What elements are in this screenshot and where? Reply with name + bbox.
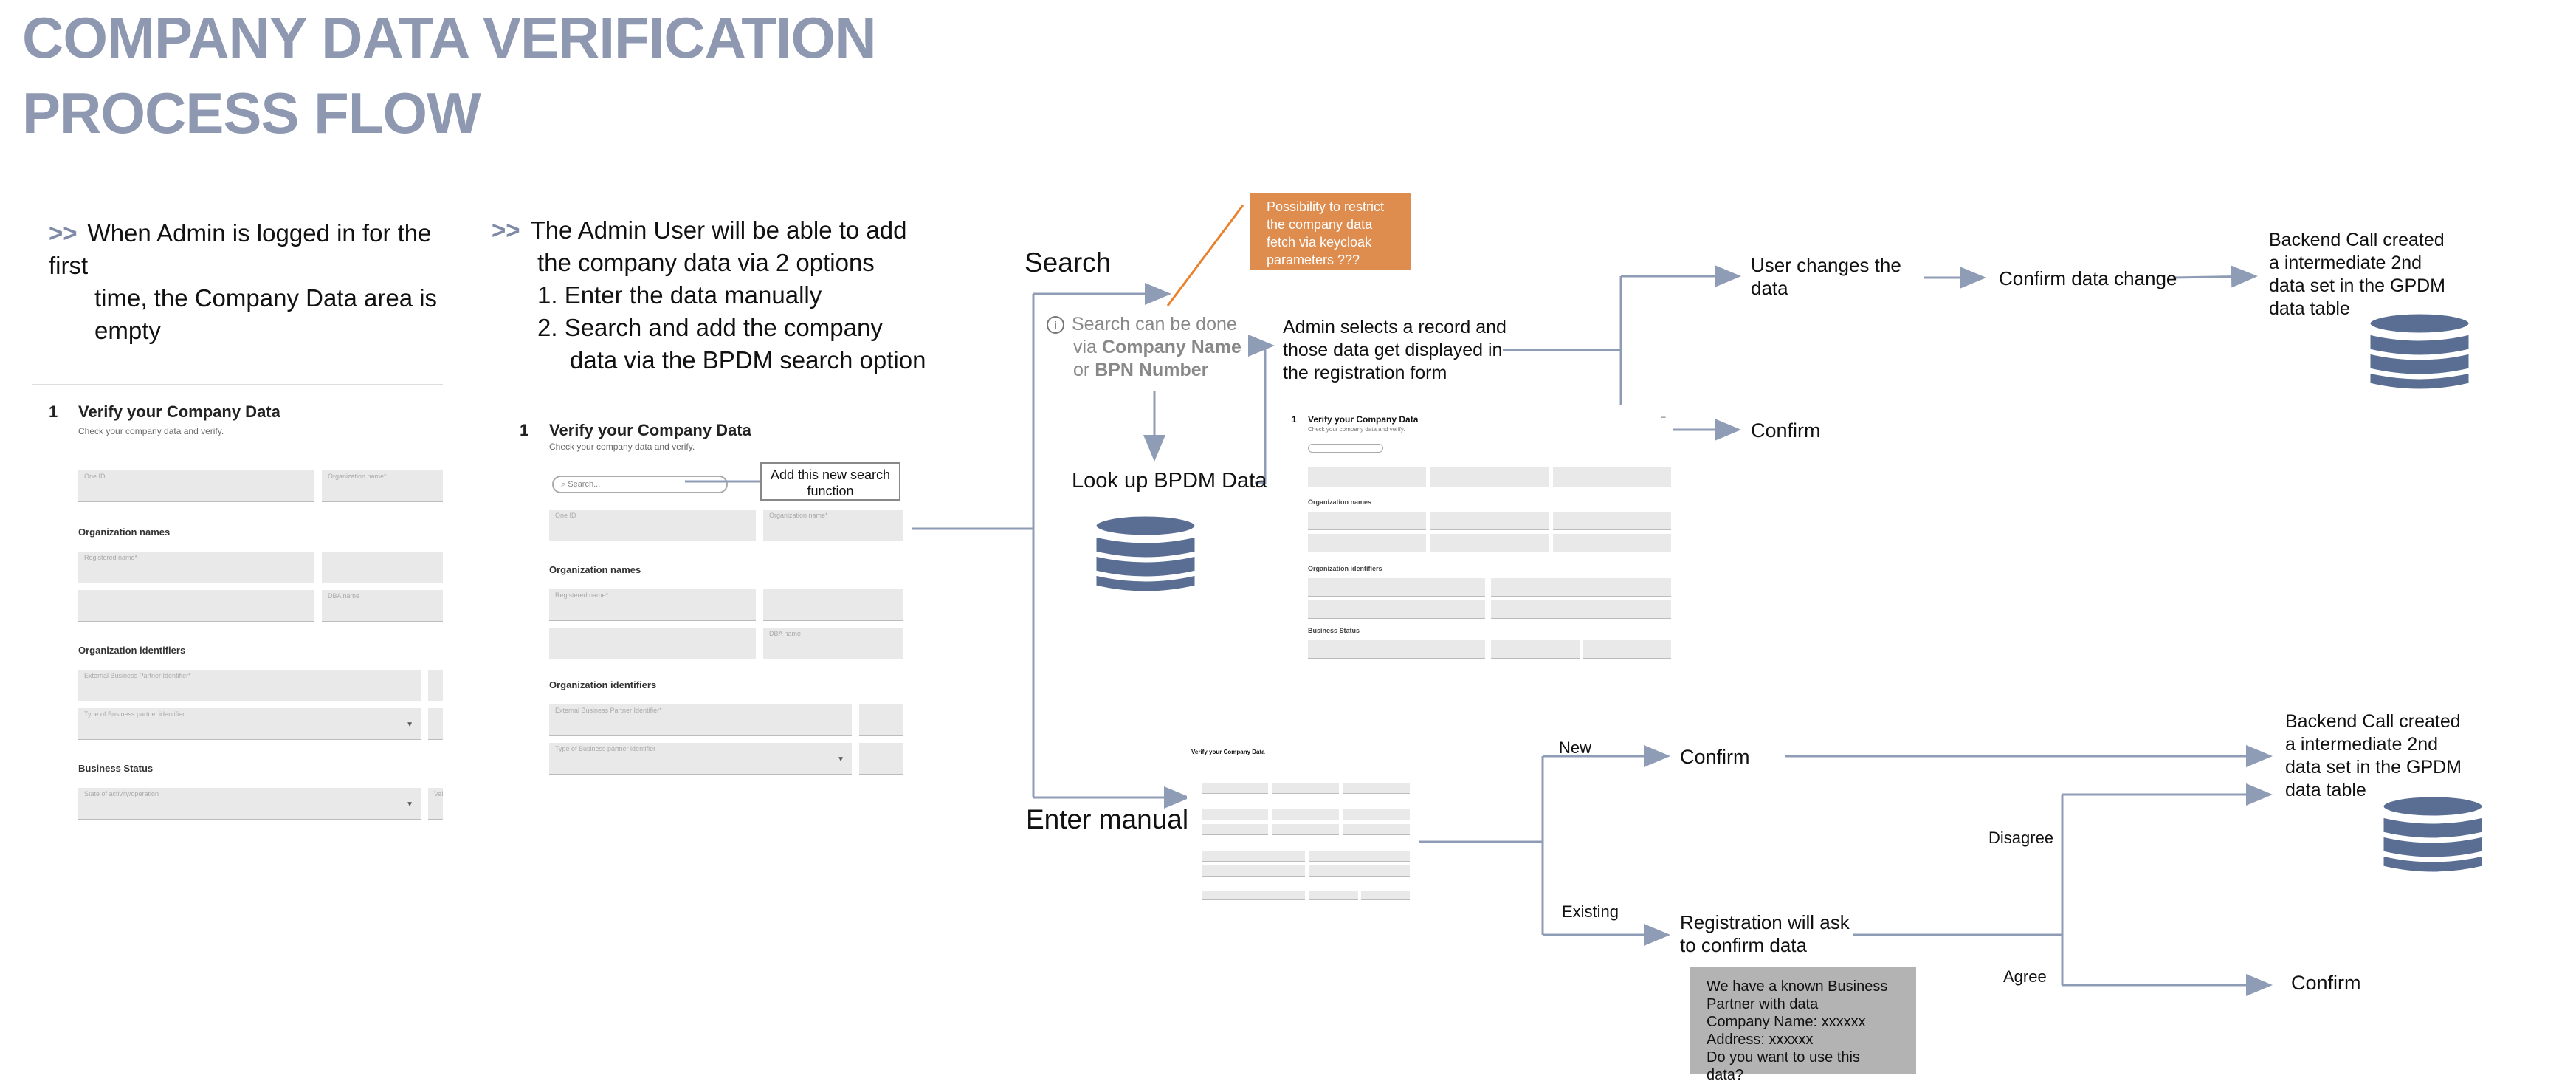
org-identifiers-heading: Organization identifiers — [78, 645, 186, 656]
name-field-3[interactable] — [549, 628, 756, 659]
chevron-down-icon: ▼ — [406, 720, 413, 729]
collapse-icon[interactable]: – — [1661, 411, 1666, 422]
dba-name-field[interactable]: DBA name — [763, 628, 903, 659]
business-status-heading: Business Status — [78, 763, 154, 774]
database-icon — [2381, 795, 2484, 874]
add-search-callout: Add this new search function — [760, 462, 900, 501]
enter-manually-label: Enter manually — [1026, 804, 1208, 834]
name-field-3[interactable] — [78, 590, 314, 622]
search-input[interactable]: ⌕ Search... — [552, 476, 728, 493]
confirm-agree-label: Confirm — [2291, 972, 2361, 994]
info-icon: i — [1047, 316, 1064, 335]
restriction-note: Possibility to restrict the company data… — [1250, 193, 1411, 270]
title-line-1: COMPANY DATA VERIFICATION — [22, 5, 877, 70]
intro2-line1: The Admin User will be able to add — [530, 216, 907, 244]
bullet-chevron-icon: >> — [49, 219, 78, 247]
confirm-new-label: Confirm — [1680, 746, 1750, 768]
new-label: New — [1559, 738, 1592, 757]
bullet-chevron-icon: >> — [492, 216, 520, 244]
intro1-line3: empty — [94, 317, 161, 344]
form-title: Verify your Company Data — [78, 402, 280, 421]
note-connector — [1166, 205, 1244, 306]
intro2-line2: the company data via 2 options — [537, 249, 875, 276]
title-line-2: PROCESS FLOW — [22, 80, 481, 145]
registered-name-field-2[interactable] — [322, 552, 443, 583]
intro2-option-2: 2. Search and add the company — [537, 314, 883, 341]
bp-type-select[interactable]: Type of Business partner identifier▼ — [549, 743, 852, 775]
one-id-field[interactable]: One ID — [78, 470, 314, 502]
identifier-value-field[interactable] — [859, 704, 903, 736]
registered-name-field[interactable]: Registered name* — [78, 552, 314, 583]
intro2-option-1: 1. Enter the data manually — [537, 281, 822, 309]
dba-name-field[interactable]: DBA name — [322, 590, 443, 622]
backend-call-label-2: Backend Call created a intermediate 2nd … — [2285, 711, 2462, 800]
state-select[interactable]: State of activity/operation▼ — [78, 788, 421, 820]
form-step-number: 1 — [49, 402, 58, 421]
registered-name-field[interactable]: Registered name* — [549, 589, 756, 621]
lookup-bpdm-label: Look up BPDM Data — [1072, 469, 1267, 493]
known-partner-dialog: We have a known Business Partner with da… — [1690, 967, 1916, 1083]
bp-type-select[interactable]: Type of Business partner identifier▼ — [78, 708, 421, 740]
search-label: Search — [1024, 247, 1112, 278]
intro2-option-2-cont: data via the BPDM search option — [570, 346, 926, 374]
manual-form-thumbnail: Verify your Company Data — [1187, 746, 1416, 913]
arrow-to-admin-selects — [1248, 335, 1275, 484]
intro1-line2: time, the Company Data area is — [94, 284, 438, 312]
search-company-form: 1 Verify your Company Data Check your co… — [508, 406, 903, 775]
intro-options: >> The Admin User will be able to add the… — [492, 214, 934, 377]
form-subtitle: Check your company data and verify. — [549, 442, 695, 452]
database-icon — [2368, 312, 2471, 391]
intro-empty-state: >>When Admin is logged in for the first … — [49, 217, 462, 347]
intro1-line1: When Admin is logged in for the first — [49, 219, 432, 279]
bp-type-value-field[interactable] — [859, 743, 903, 775]
external-bp-identifier-field[interactable]: External Business Partner Identifier* — [549, 704, 852, 736]
org-names-heading: Organization names — [78, 526, 171, 538]
arrow-to-backend-1 — [2172, 265, 2258, 288]
form-title: Verify your Company Data — [549, 421, 751, 439]
registered-name-field-2[interactable] — [763, 589, 903, 621]
organization-name-field[interactable]: Organization name* — [763, 510, 903, 541]
chevron-down-icon: ▼ — [837, 755, 844, 764]
form-subtitle: Check your company data and verify. — [78, 426, 224, 436]
search-icon: ⌕ — [561, 480, 566, 489]
identifier-value-field[interactable] — [428, 670, 443, 701]
filled-company-form: 1 Verify your Company Data Check your co… — [1283, 405, 1673, 665]
empty-company-form: 1 Verify your Company Data Check your co… — [32, 384, 443, 820]
database-icon — [1094, 514, 1197, 594]
org-names-heading: Organization names — [549, 564, 641, 575]
form-step-number: 1 — [520, 421, 529, 439]
registration-ask-label: Registration will ask to confirm data — [1680, 911, 1850, 956]
external-bp-identifier-field[interactable]: External Business Partner Identifier* — [78, 670, 421, 701]
disagree-label: Disagree — [1988, 829, 2054, 847]
one-id-field[interactable]: One ID — [549, 510, 756, 541]
confirm-data-change-label: Confirm data change — [1999, 267, 2177, 289]
admin-selects-label: Admin selects a record and those data ge… — [1283, 317, 1506, 383]
search-input[interactable] — [1308, 444, 1383, 453]
valid-from-field[interactable]: Valid From — [428, 788, 443, 820]
agree-label: Agree — [2003, 967, 2047, 986]
organization-name-field[interactable]: Organization name* — [322, 470, 443, 502]
bp-type-value-field[interactable] — [428, 708, 443, 740]
user-changes-label: User changes the data — [1751, 254, 1901, 299]
chevron-down-icon: ▼ — [406, 800, 413, 809]
form-title: Verify your Company Data — [1308, 414, 1419, 425]
page-title: COMPANY DATA VERIFICATION PROCESS FLOW — [22, 0, 877, 151]
backend-call-label-1: Backend Call created a intermediate 2nd … — [2269, 230, 2446, 319]
existing-label: Existing — [1562, 902, 1619, 921]
confirm-top-label: Confirm — [1751, 419, 1821, 442]
org-identifiers-heading: Organization identifiers — [549, 679, 657, 690]
